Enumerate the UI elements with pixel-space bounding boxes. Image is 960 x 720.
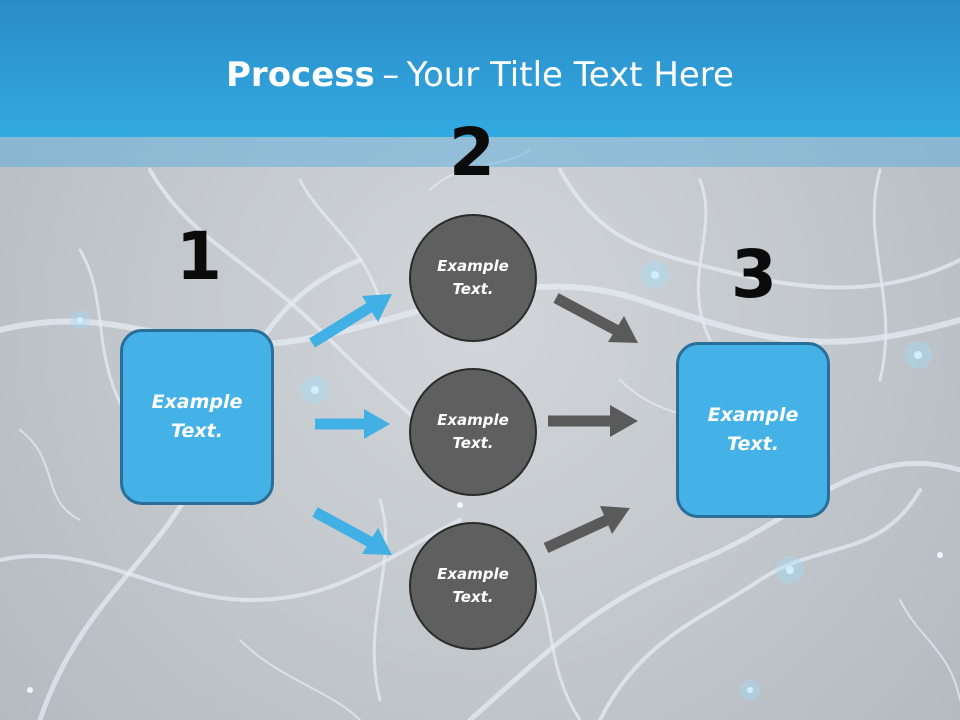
arrow-left-to-middle	[315, 409, 390, 439]
arrow-bottom-to-right	[543, 506, 630, 553]
step-number-1: 1	[176, 218, 222, 295]
circle-middle: Example Text.	[409, 368, 537, 496]
arrow-top-to-right	[553, 293, 638, 343]
arrow-middle-to-right	[548, 405, 638, 437]
title-separator: –	[382, 55, 400, 95]
banner-strip	[0, 137, 960, 167]
left-text-box: Example Text.	[120, 329, 274, 505]
step-number-2: 2	[449, 114, 495, 191]
left-box-text: Example Text.	[151, 391, 243, 442]
slide-title: Process–Your Title Text Here	[0, 52, 960, 98]
right-box-text: Example Text.	[707, 404, 799, 455]
circle-top-text: Example Text.	[437, 257, 509, 298]
title-rest: Your Title Text Here	[406, 55, 734, 95]
step-number-3: 3	[731, 236, 777, 313]
circle-bottom-text: Example Text.	[437, 565, 509, 606]
arrow-left-to-bottom	[312, 507, 392, 555]
right-text-box: Example Text.	[676, 342, 830, 518]
circle-middle-text: Example Text.	[437, 411, 509, 452]
circle-bottom: Example Text.	[409, 522, 537, 650]
title-banner: Process–Your Title Text Here	[0, 0, 960, 137]
circle-top: Example Text.	[409, 214, 537, 342]
arrow-left-to-top	[309, 294, 392, 348]
title-bold: Process	[226, 55, 375, 95]
